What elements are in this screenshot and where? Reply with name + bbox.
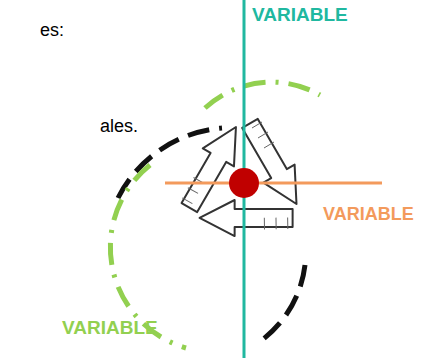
axis-line — [165, 182, 382, 185]
axis-label: VARIABLE — [62, 318, 158, 339]
sketch-hatching — [176, 122, 293, 239]
dashed-arc — [205, 82, 320, 108]
center-dot — [229, 168, 259, 198]
cropped-text: es: — [40, 21, 64, 41]
axis-label: VARIABLE — [252, 5, 348, 26]
axis-label: VARIABLE — [323, 205, 414, 225]
dashed-arc — [118, 128, 222, 198]
recycle-symbol — [162, 119, 300, 261]
cropped-text: ales. — [100, 117, 138, 137]
dashed-arc — [262, 265, 305, 340]
